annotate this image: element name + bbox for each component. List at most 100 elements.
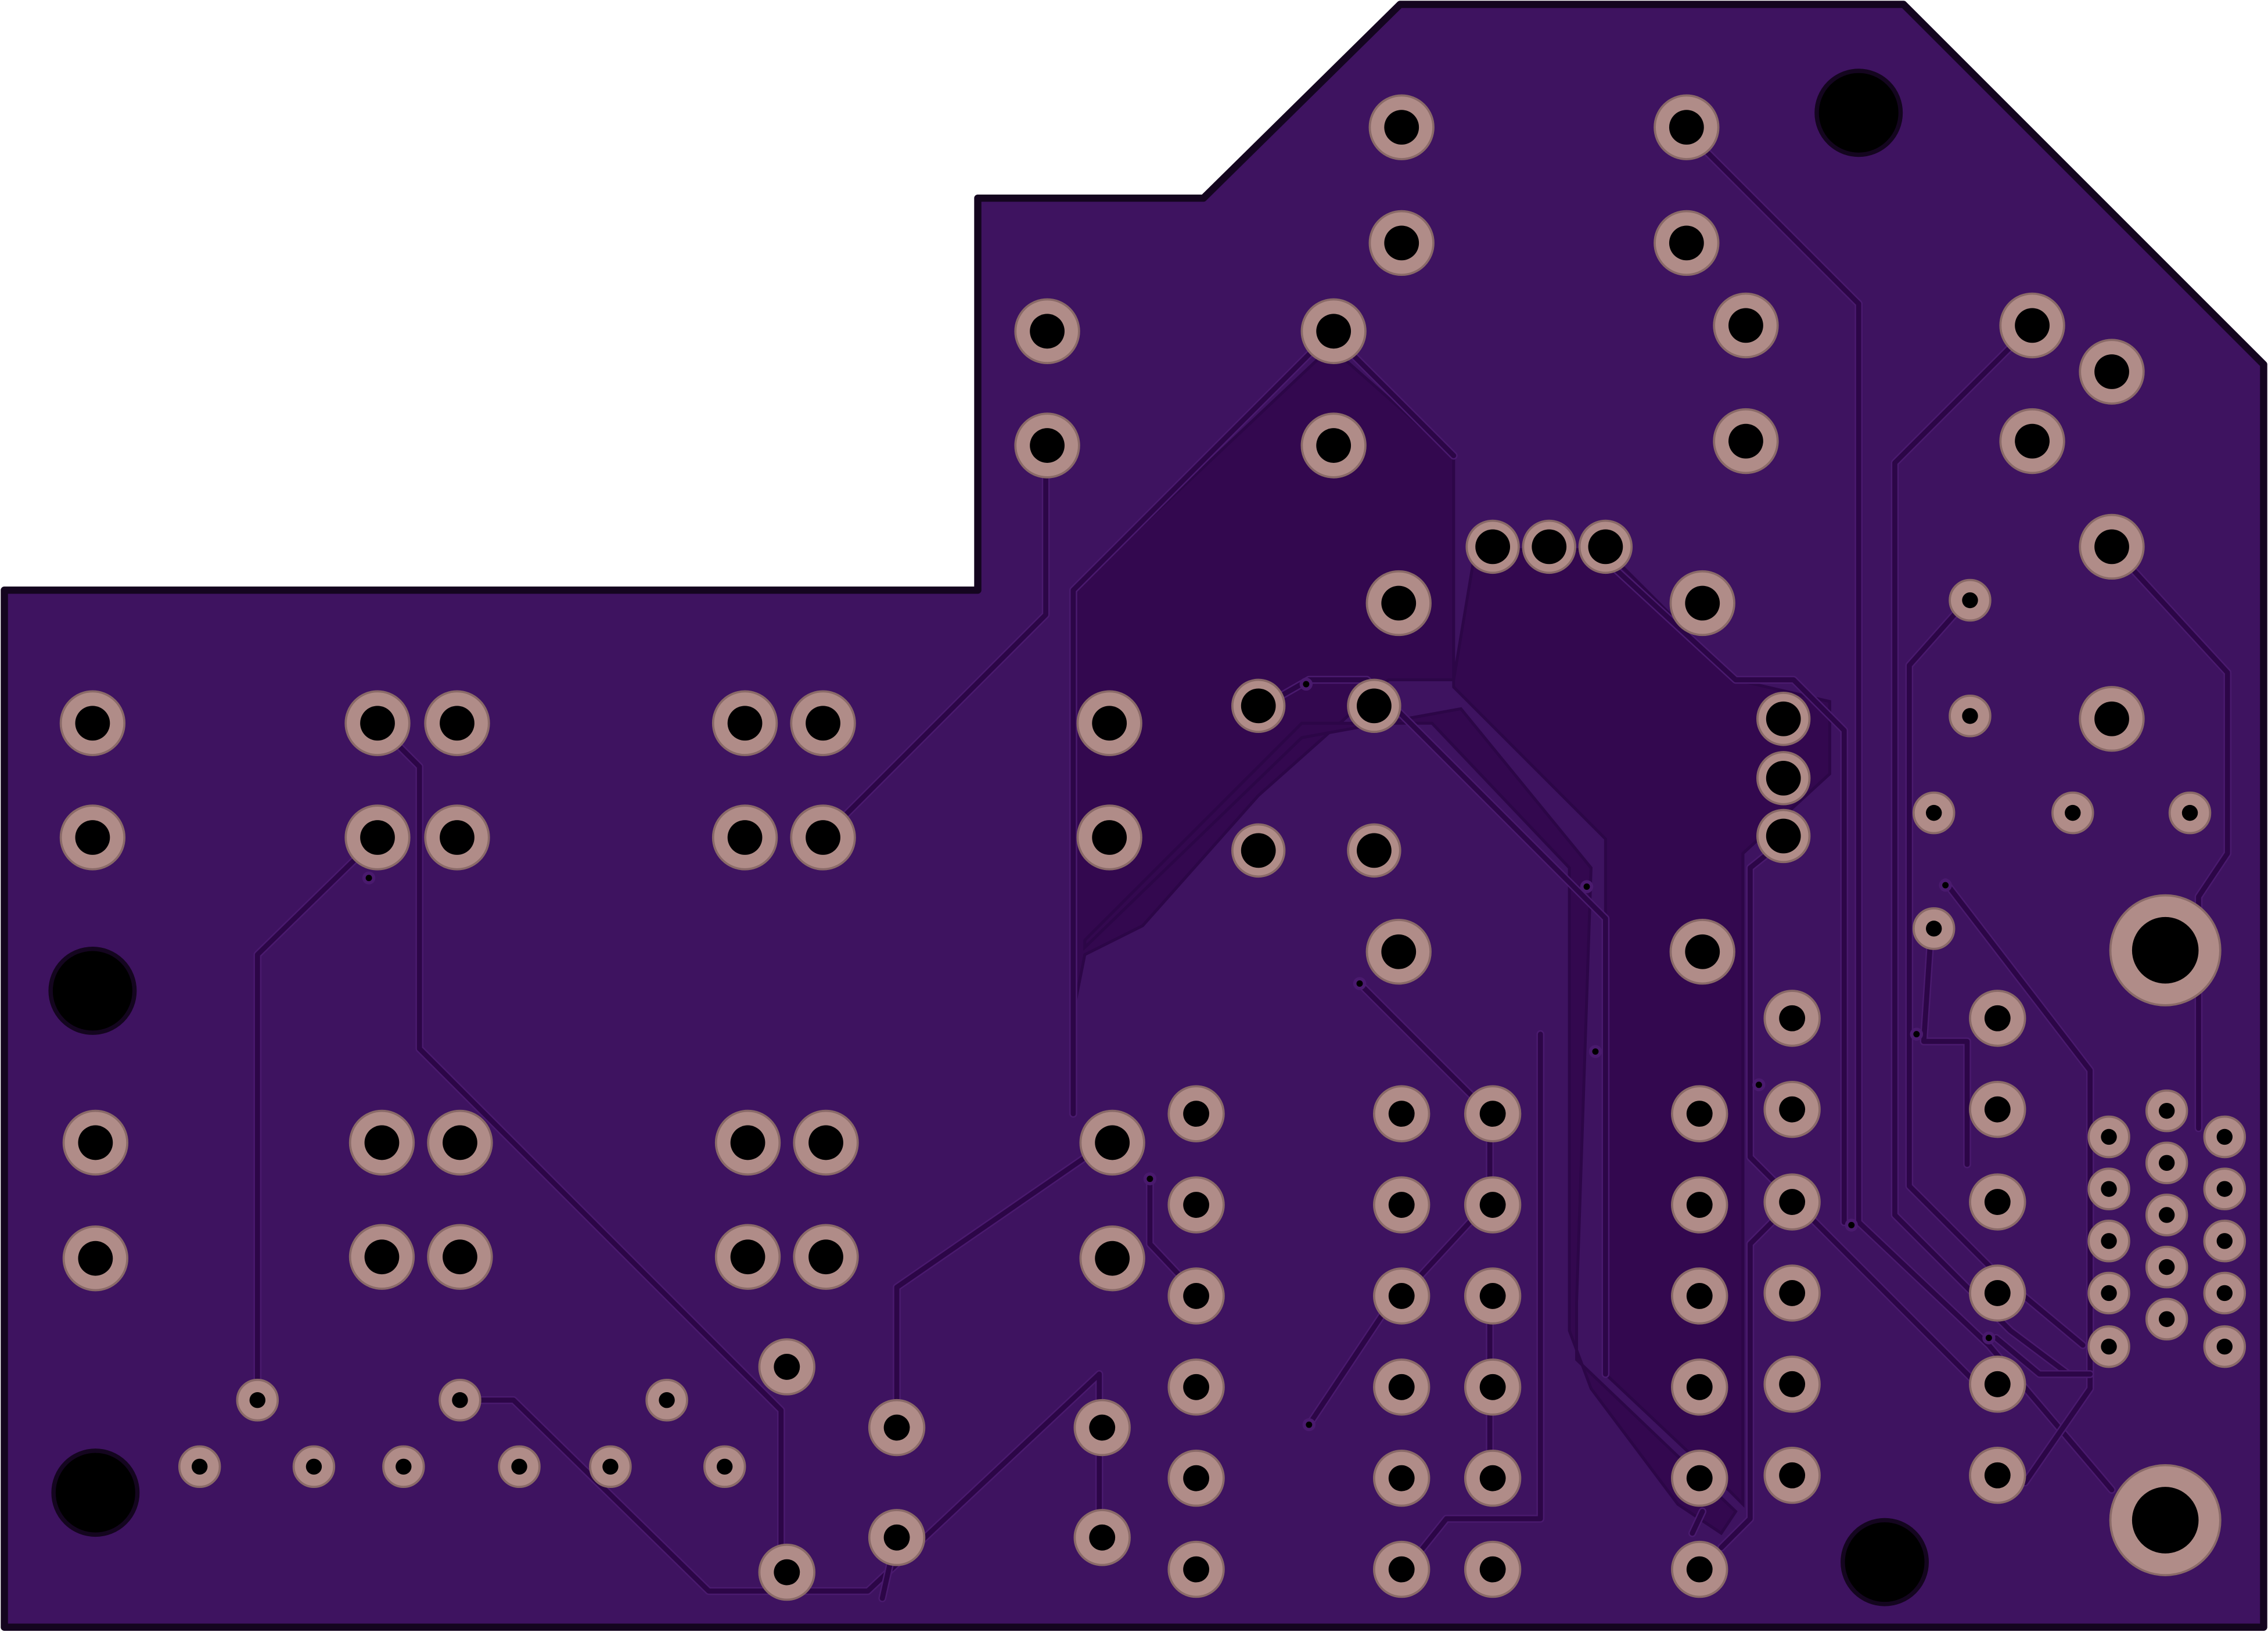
pad-drill-37 (364, 1239, 400, 1275)
pad-drill-16 (1381, 585, 1417, 621)
pad-drill-25 (75, 820, 110, 855)
pad-drill-81 (1984, 1096, 2011, 1123)
trace-26 (1306, 1292, 1399, 1428)
pad-drill-42 (808, 1125, 843, 1160)
pad-drill-86 (1779, 1371, 1806, 1397)
pad-drill-39 (443, 1239, 477, 1275)
pad-drill-64 (1479, 1283, 1506, 1309)
pad-drill-65 (1686, 1283, 1713, 1309)
pad-drill-49 (1241, 833, 1276, 868)
trace-2 (1070, 330, 1334, 1116)
pad-drill-20 (1092, 706, 1127, 741)
trace-1 (819, 431, 1048, 842)
pad-drill-70 (1183, 1465, 1210, 1491)
pad-drill-9 (2094, 354, 2129, 389)
pad-drill-108 (511, 1458, 527, 1475)
pad-drill-30 (440, 706, 475, 741)
pad-drill-36 (364, 1125, 400, 1160)
trace-4 (1682, 127, 2115, 1493)
pad-drill-54 (1183, 1101, 1210, 1127)
pad-drill-96 (1962, 592, 1978, 609)
pad-drill-62 (1183, 1283, 1210, 1309)
pad-drill-71 (1388, 1465, 1415, 1491)
pad-drill-121 (2216, 1128, 2233, 1145)
pad-drill-11 (2094, 701, 2129, 736)
pad-drill-116 (2158, 1102, 2175, 1119)
pad-drill-24 (75, 706, 110, 741)
pad-drill-17 (1381, 934, 1417, 969)
trace-5 (1892, 322, 2071, 1377)
pad-drill-82 (1779, 1189, 1806, 1215)
trace-24 (1921, 930, 1970, 1167)
pad-drill-104 (659, 1392, 675, 1408)
trace-6 (2109, 544, 2230, 1131)
via-drill-2 (1583, 883, 1590, 890)
via-drill-9 (1356, 980, 1363, 987)
pad-drill-7 (2015, 308, 2050, 343)
mounting-hole-2 (48, 946, 137, 1035)
pad-drill-92 (883, 1414, 910, 1441)
via-drill-6 (1913, 1031, 1920, 1038)
pad-drill-122 (2216, 1181, 2233, 1197)
pad-drill-111 (2101, 1128, 2117, 1145)
pad-drill-8 (2015, 423, 2050, 459)
trace-11 (894, 1140, 1109, 1428)
pad-drill-93 (883, 1524, 910, 1551)
pad-drill-101 (1926, 921, 1942, 937)
pad-drill-63 (1388, 1283, 1415, 1309)
pad-drill-29 (360, 820, 395, 855)
pad-drill-117 (2158, 1155, 2175, 1171)
trace-19 (1748, 836, 1985, 1392)
pad-drill-123 (2216, 1233, 2233, 1249)
pad-drill-5 (1728, 308, 1763, 343)
trace-25 (1993, 1335, 2093, 1377)
pad-drill-53 (1766, 818, 1801, 854)
pad-drill-57 (1686, 1101, 1713, 1127)
pad-drill-50 (1357, 833, 1392, 868)
pad-drill-110 (717, 1458, 733, 1475)
pad-drill-23 (1095, 1241, 1130, 1276)
pad-drill-95 (1089, 1524, 1116, 1551)
trace-8 (254, 836, 379, 1403)
pad-drill-107 (396, 1458, 412, 1475)
pad-drill-125 (2216, 1338, 2233, 1355)
pad-drill-106 (305, 1458, 322, 1475)
pad-drill-12 (1030, 314, 1065, 349)
pad-drill-76 (1479, 1556, 1506, 1583)
pad-drill-34 (806, 706, 840, 741)
pad-drill-112 (2101, 1181, 2117, 1197)
pad-drill-59 (1388, 1192, 1415, 1218)
pad-drill-52 (1766, 760, 1801, 796)
pad-drill-85 (1984, 1280, 2011, 1306)
pad-drill-58 (1183, 1192, 1210, 1218)
pad-drill-97 (1962, 708, 1978, 724)
pad-drill-115 (2101, 1338, 2117, 1355)
via-drill-10 (365, 875, 372, 882)
pad-drill-99 (2065, 804, 2081, 821)
pad-drill-46 (1588, 529, 1623, 565)
pad-drill-78 (1779, 1005, 1806, 1031)
pad-drill-21 (1092, 820, 1127, 855)
via-drill-4 (1755, 1081, 1762, 1088)
pad-drill-103 (452, 1392, 468, 1408)
pad-drill-1 (1384, 110, 1419, 145)
pad-drill-91 (774, 1559, 800, 1586)
pad-drill-40 (730, 1125, 765, 1160)
pad-drill-113 (2101, 1233, 2117, 1249)
pad-drill-80 (1779, 1096, 1806, 1123)
pad-drill-27 (78, 1241, 113, 1276)
pad-drill-3 (1669, 110, 1704, 145)
pad-drill-41 (730, 1239, 765, 1275)
pad-drill-105 (191, 1458, 208, 1475)
pad-drill-33 (727, 820, 763, 855)
trace-21 (1943, 879, 2093, 1486)
pad-drill-124 (2216, 1285, 2233, 1302)
pad-drill-74 (1183, 1556, 1210, 1583)
pad-drill-67 (1388, 1374, 1415, 1400)
mounting-hole-1 (1814, 69, 1903, 157)
pad-drill-89 (1984, 1462, 2011, 1489)
pad-drill-56 (1479, 1101, 1506, 1127)
pad-drill-69 (1686, 1374, 1713, 1400)
pad-drill-55 (1388, 1101, 1415, 1127)
pad-drill-6 (1728, 423, 1763, 459)
